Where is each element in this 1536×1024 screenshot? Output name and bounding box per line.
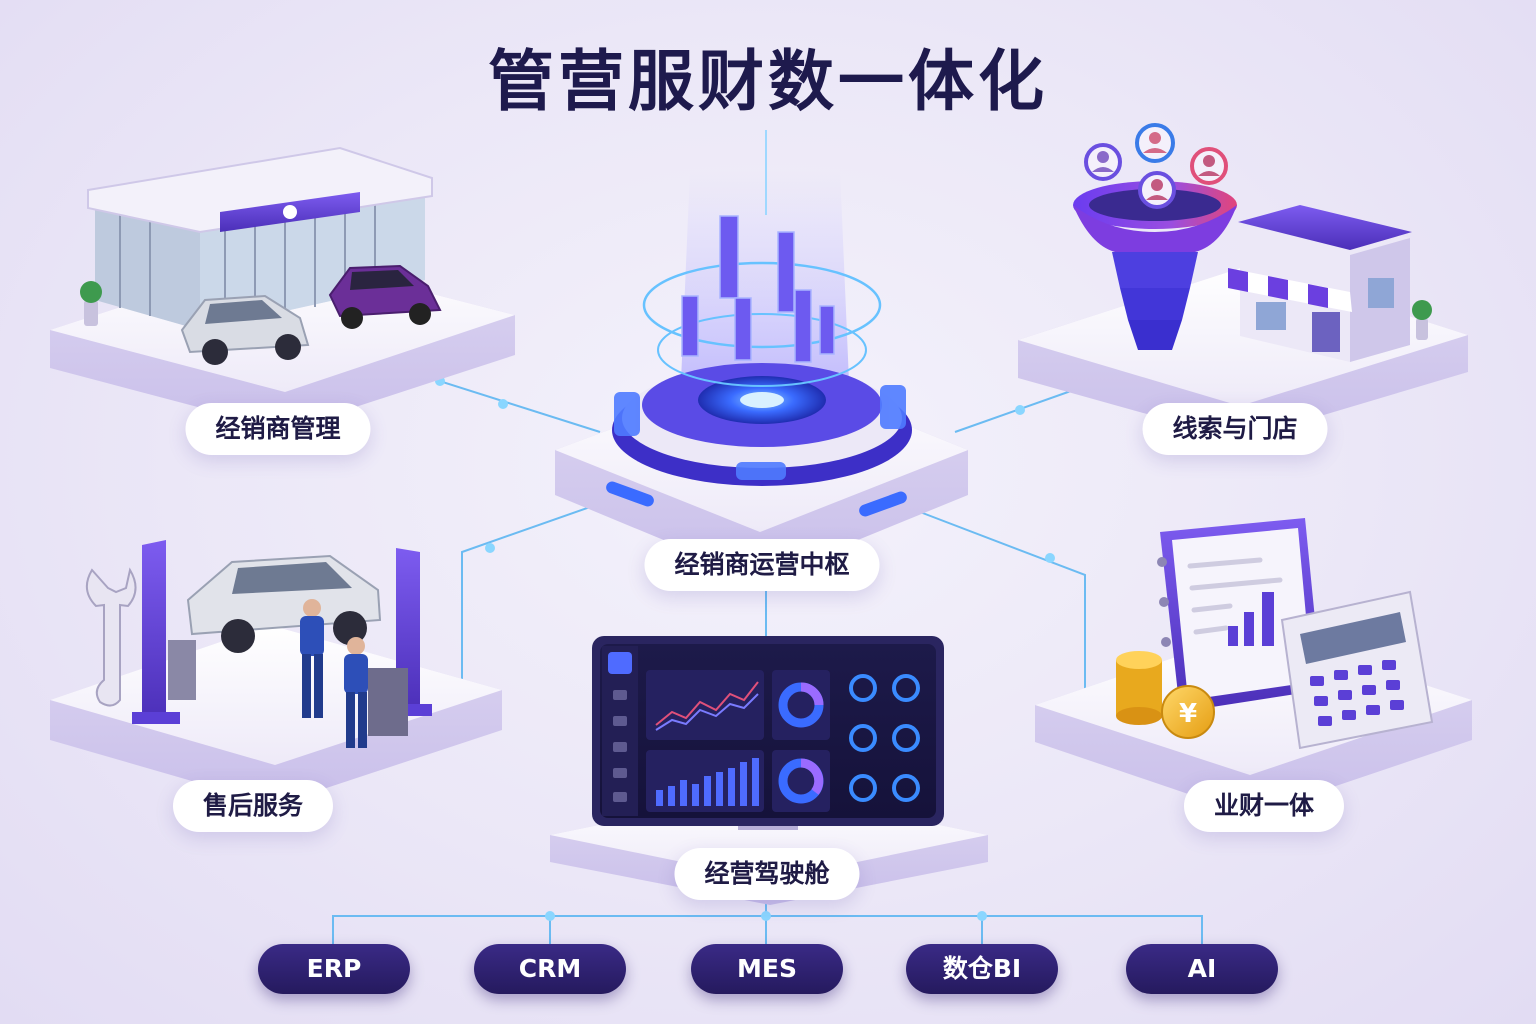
module-label-hub[interactable]: 经销商运营中枢 [644, 539, 880, 591]
module-label-cockpit[interactable]: 经营驾驶舱 [674, 848, 860, 900]
aftersales-illustration [50, 540, 502, 805]
report-document-icon [1157, 518, 1322, 712]
module-label-dealer[interactable]: 经销商管理 [185, 403, 371, 455]
leads-store-illustration [1018, 123, 1468, 440]
finance-illustration: ¥ [1035, 518, 1472, 815]
store-icon [1228, 205, 1432, 362]
dealer-showroom-illustration [50, 146, 515, 430]
calculator-icon [1280, 590, 1434, 750]
system-pill-ai[interactable]: AI [1126, 944, 1278, 994]
user-avatar-icons [1084, 123, 1228, 209]
page-title: 管营服财数一体化 [488, 43, 1048, 120]
cockpit-illustration [550, 636, 988, 905]
module-label-aftersales[interactable]: 售后服务 [172, 780, 334, 832]
lifted-car-icon [186, 554, 382, 653]
module-label-finance[interactable]: 业财一体 [1183, 780, 1345, 832]
purple-car-icon [328, 264, 442, 329]
hub-illustration [555, 130, 968, 580]
coin-stack-icon: ¥ [1116, 651, 1215, 739]
mechanic-icons [300, 599, 368, 748]
module-label-leads[interactable]: 线索与门店 [1142, 403, 1328, 455]
system-pill-bi[interactable]: 数仓BI [906, 944, 1058, 994]
silver-car-icon [180, 294, 310, 365]
wrench-icon [85, 567, 137, 707]
system-pill-erp[interactable]: ERP [258, 944, 410, 994]
system-pill-mes[interactable]: MES [691, 944, 843, 994]
system-pill-crm[interactable]: CRM [474, 944, 626, 994]
svg-text:¥: ¥ [1179, 699, 1197, 729]
